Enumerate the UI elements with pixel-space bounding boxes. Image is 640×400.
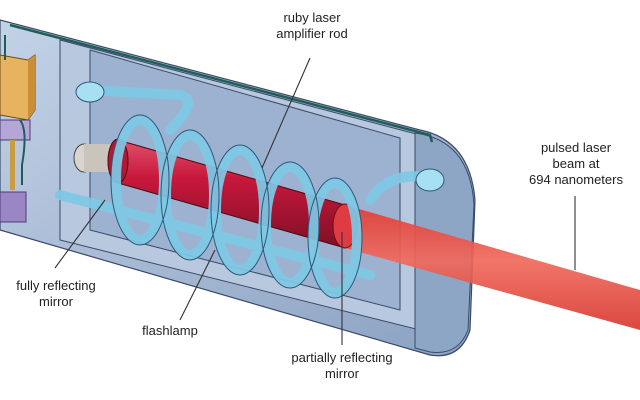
label-beam-line3: 694 nanometers [529,172,623,187]
leader-flashlamp [179,249,216,321]
flashlamp-bulb-left [75,81,105,103]
leader-rod [261,57,311,169]
flashlamp-bulb-right [415,168,445,192]
flashlamp-outline [110,114,363,299]
trigger-unit [0,119,31,223]
capacitor-block [0,54,36,121]
label-ruby-rod-line2: amplifier rod [276,26,348,41]
label-fully-reflecting-mirror: fully reflecting mirror [0,278,112,310]
label-partial-mirror-line1: partially reflecting [291,350,393,365]
label-pulsed-beam: pulsed laser beam at 694 nanometers [512,140,640,188]
label-beam-line1: pulsed laser [540,140,612,155]
label-full-mirror-line1: fully reflecting [16,278,96,293]
label-ruby-rod: ruby laser amplifier rod [262,10,362,42]
leader-lines [54,57,576,345]
flashlamp [55,85,435,298]
label-beam-line2: beam at [552,156,600,171]
label-full-mirror-line2: mirror [39,294,73,309]
label-flashlamp: flashlamp [120,323,220,339]
label-ruby-rod-line1: ruby laser [283,10,341,25]
label-flashlamp-line1: flashlamp [142,323,198,338]
leader-full-mirror [54,199,106,269]
label-partially-reflecting-mirror: partially reflecting mirror [272,350,412,382]
label-partial-mirror-line2: mirror [325,366,359,381]
wire [4,35,26,185]
